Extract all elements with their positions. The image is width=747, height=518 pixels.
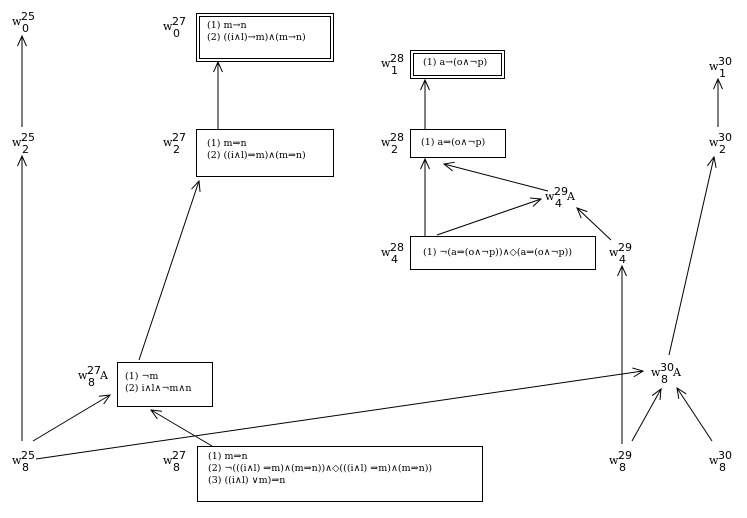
- formula-box-w27-0: (1) m→n (2) ((i∧l)→m)∧(m→n): [196, 13, 334, 62]
- edge-w25_8-to-w25_2: [17, 154, 27, 441]
- edge-w28_4-to-w28_2: [420, 157, 430, 236]
- arrowhead-icon: [420, 157, 430, 170]
- formula-line: (2) i∧l∧¬m∧n: [125, 383, 192, 394]
- edge-w25_2-to-w25_0: [17, 34, 27, 127]
- edge-line: [443, 163, 549, 192]
- edge-w25_8-to-w30_8A: [35, 367, 645, 460]
- edge-line: [631, 388, 662, 442]
- arrowhead-icon: [213, 60, 223, 73]
- arrowhead-icon: [191, 179, 201, 192]
- formula-line: (2) ¬(((i∧l) ⇒m)∧(m⇒n))∧◇(((i∧l) ⇒m)∧(m⇒…: [208, 463, 433, 474]
- edge-line: [668, 156, 715, 356]
- formula-line: (2) ((i∧l)→m)∧(m→n): [207, 32, 306, 43]
- formula-box-w27-8: (1) m⇒n (2) ¬(((i∧l) ⇒m)∧(m⇒n))∧◇(((i∧l)…: [197, 446, 483, 502]
- formula-box-w28-2: (1) a⇒(o∧¬p): [410, 129, 506, 158]
- arrowhead-icon: [17, 154, 27, 167]
- arrowhead-icon: [676, 386, 687, 399]
- edge-line: [138, 180, 200, 361]
- edge-w29_4-to-w29_4A: [576, 207, 612, 241]
- formula-line: (1) a⇒(o∧¬p): [421, 137, 486, 148]
- formula-line: (1) ¬(a⇒(o∧¬p))∧◇(a⇒(o∧¬p)): [423, 247, 573, 258]
- edge-w29_8-to-w29_4: [617, 264, 627, 444]
- formula-line: (3) ((i∧l) ∨m)⇒n: [208, 475, 286, 486]
- arrowhead-icon: [17, 34, 27, 47]
- formula-line: (1) m⇒n: [207, 138, 247, 149]
- edge-line: [576, 207, 612, 241]
- arrowhead-icon: [651, 387, 662, 401]
- edge-w30_8A-to-w30_2: [668, 155, 717, 356]
- arrowhead-icon: [99, 394, 112, 405]
- formula-line: (1) a→(o∧¬p): [423, 57, 488, 68]
- edge-w27_2-to-w27_0: [213, 60, 223, 129]
- edge-w30_8-to-w30_8A: [676, 386, 713, 442]
- edge-w28_4-to-w29_4A: [436, 197, 543, 236]
- formula-line: (1) m⇒n: [208, 451, 248, 462]
- edge-w27_8A-to-w27_2: [138, 179, 201, 361]
- edge-w27_8-to-w27_8A: [149, 409, 213, 447]
- edge-line: [676, 387, 713, 442]
- arrowhead-icon: [707, 155, 717, 168]
- arrowhead-icon: [617, 264, 627, 277]
- edge-w28_2-to-w28_1: [420, 78, 430, 129]
- edge-w25_8-to-w27_8A: [32, 394, 112, 442]
- formula-line: (1) ¬m: [125, 371, 159, 382]
- edge-w29_8-to-w30_8A: [631, 387, 662, 442]
- arrowhead-icon: [149, 409, 162, 420]
- arrowhead-icon: [632, 367, 645, 378]
- arrowhead-icon: [576, 207, 588, 219]
- edge-line: [150, 409, 213, 447]
- arrowhead-icon: [420, 78, 430, 91]
- formula-box-w27-8A: (1) ¬m (2) i∧l∧¬m∧n: [117, 362, 213, 407]
- formula-box-w27-2: (1) m⇒n (2) ((i∧l)⇒m)∧(m⇒n): [196, 129, 334, 177]
- edge-line: [35, 370, 644, 460]
- arrowhead-icon: [529, 197, 543, 207]
- formula-line: (2) ((i∧l)⇒m)∧(m⇒n): [207, 150, 306, 161]
- arrowhead-icon: [713, 77, 723, 90]
- edge-w29_4A-to-w28_2: [442, 161, 549, 192]
- edge-w30_2-to-w30_1: [713, 77, 723, 127]
- edge-line: [436, 198, 542, 236]
- formula-box-w28-1: (1) a→(o∧¬p): [410, 50, 505, 79]
- formula-box-w28-4: (1) ¬(a⇒(o∧¬p))∧◇(a⇒(o∧¬p)): [410, 236, 596, 270]
- arrowhead-icon: [442, 161, 455, 172]
- formula-line: (1) m→n: [207, 20, 247, 31]
- edge-line: [32, 394, 111, 442]
